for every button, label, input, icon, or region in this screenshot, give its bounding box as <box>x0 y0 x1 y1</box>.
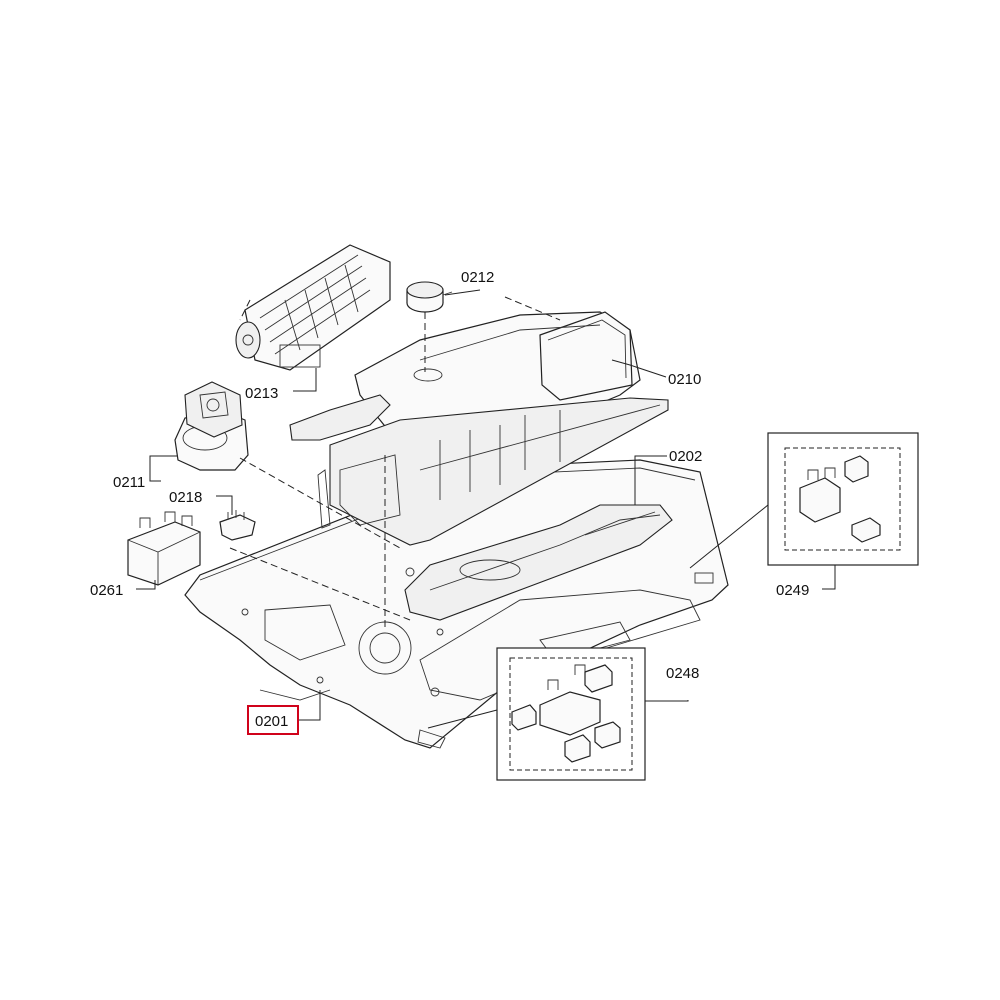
label-0213[interactable]: 0213 <box>245 385 278 402</box>
motor-0212[interactable] <box>406 281 453 313</box>
label-0202[interactable]: 0202 <box>669 448 702 465</box>
label-0248[interactable]: 0248 <box>666 665 699 682</box>
air-duct-0202[interactable] <box>404 504 673 621</box>
label-0249[interactable]: 0249 <box>776 582 809 599</box>
label-0210[interactable]: 0210 <box>668 371 701 388</box>
label-0211[interactable]: 0211 <box>113 474 145 491</box>
switch-0218[interactable] <box>219 510 256 541</box>
label-0261[interactable]: 0261 <box>90 582 123 599</box>
label-0212[interactable]: 0212 <box>461 269 494 286</box>
inset-box-0248 <box>427 647 646 781</box>
inset-box-0249 <box>689 432 919 569</box>
label-0218[interactable]: 0218 <box>169 489 202 506</box>
transformer-0261[interactable] <box>127 511 201 586</box>
tangential-fan-0213[interactable] <box>235 244 391 371</box>
highlight-frame <box>247 705 299 735</box>
assembly-lines <box>229 296 561 630</box>
leader-lines <box>136 289 836 721</box>
fan-housing-0210[interactable] <box>289 311 669 546</box>
label-0201[interactable]: 0201 <box>255 713 288 730</box>
blower-0211[interactable] <box>174 381 249 471</box>
